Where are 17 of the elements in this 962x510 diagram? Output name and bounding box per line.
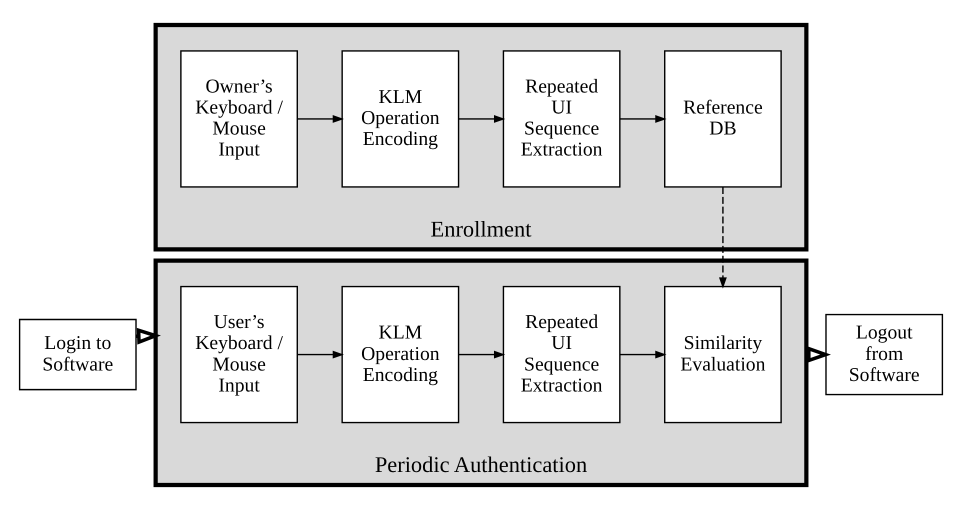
arrow [718,187,727,289]
node-box: User’s Keyboard / Mouse Input [180,286,298,424]
node-box: Repeated UI Sequence Extraction [502,286,621,424]
node-box: Login to Software [18,318,137,390]
node-box: Similarity Evaluation [664,286,782,424]
node-box: Repeated UI Sequence Extraction [502,50,621,188]
arrow [458,350,506,358]
arrow [458,115,506,123]
arrow [620,115,666,123]
arrow [298,115,344,123]
node-box: KLM Operation Encoding [341,50,460,188]
arrow [620,350,666,358]
node-box: KLM Operation Encoding [341,286,460,424]
node-box: Reference DB [664,50,782,188]
node-box: Owner’s Keyboard / Mouse Input [180,50,298,188]
arrow [298,350,344,358]
node-box: Logout from Software [825,314,944,396]
